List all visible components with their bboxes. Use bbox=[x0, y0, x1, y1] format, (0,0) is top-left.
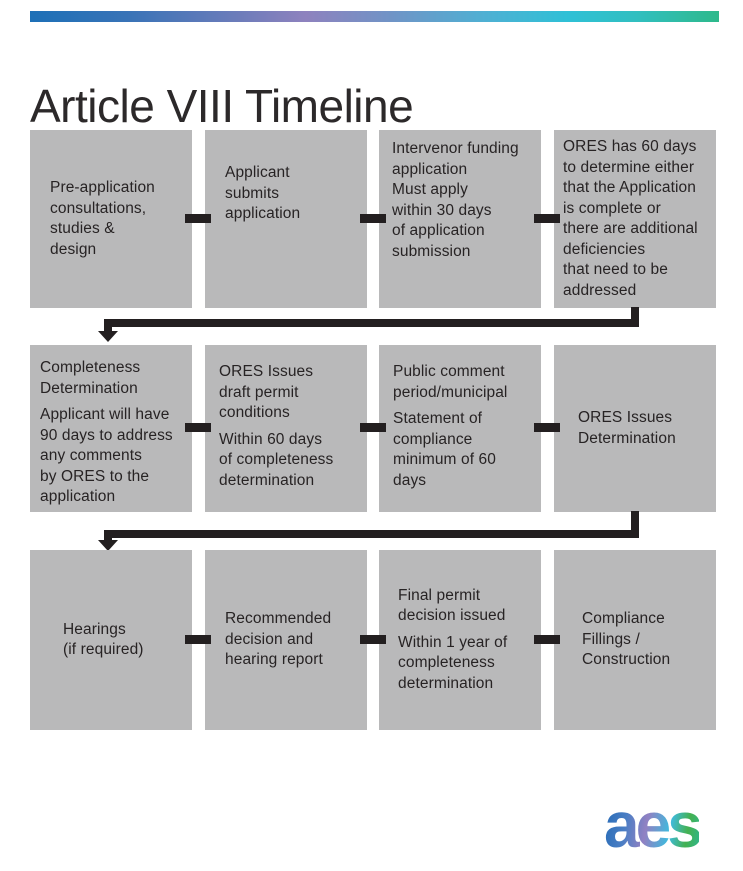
connector-row1-row2-down-stub bbox=[631, 307, 639, 322]
header-gradient-bar bbox=[30, 11, 719, 22]
timeline-step-recommended-decision: Recommended decision and hearing report bbox=[205, 550, 367, 730]
timeline-step-ores-determination: ORES Issues Determination bbox=[554, 345, 716, 512]
step-text: Compliance Fillings / Construction bbox=[582, 610, 671, 669]
timeline-step-ores-60-days: ORES has 60 days to determine either tha… bbox=[554, 130, 716, 308]
step-text: Applicant submits application bbox=[225, 164, 301, 222]
connector-row2-row3-down-stub bbox=[631, 511, 639, 532]
connector-dash bbox=[360, 635, 386, 644]
timeline-step-compliance-construction: Compliance Fillings / Construction bbox=[554, 550, 716, 730]
step-text: Intervenor funding application Must appl… bbox=[392, 140, 519, 260]
step-text: Pre-application consultations, studies &… bbox=[50, 179, 155, 258]
connector-dash bbox=[185, 635, 211, 644]
step-text: ORES Issues Determination bbox=[578, 409, 676, 447]
connector-row1-row2-shaft bbox=[104, 327, 112, 331]
timeline-step-applicant-submits: Applicant submits application bbox=[205, 130, 367, 308]
timeline-step-pre-application: Pre-application consultations, studies &… bbox=[30, 130, 192, 308]
connector-dash bbox=[360, 423, 386, 432]
connector-dash bbox=[534, 423, 560, 432]
timeline-step-public-comment: Public comment period/municipal Statemen… bbox=[379, 345, 541, 512]
step-text: ORES has 60 days to determine either tha… bbox=[563, 138, 698, 299]
arrow-down-icon bbox=[98, 331, 118, 342]
step-text: Within 60 days of completeness determina… bbox=[219, 430, 334, 489]
timeline-step-hearings: Hearings (if required) bbox=[30, 550, 192, 730]
timeline-step-final-permit-decision: Final permit decision issued Within 1 ye… bbox=[379, 550, 541, 730]
step-text: Public comment period/municipal bbox=[393, 363, 508, 401]
step-text: Completeness Determination bbox=[40, 359, 141, 397]
connector-dash bbox=[534, 214, 560, 223]
step-text: ORES Issues draft permit conditions bbox=[219, 363, 314, 421]
page-title: Article VIII Timeline bbox=[30, 79, 414, 132]
timeline-step-intervenor-funding: Intervenor funding application Must appl… bbox=[379, 130, 541, 308]
connector-dash bbox=[185, 214, 211, 223]
connector-row1-row2-horizontal bbox=[104, 319, 639, 327]
step-text: Recommended decision and hearing report bbox=[225, 610, 332, 669]
step-text: Hearings (if required) bbox=[63, 620, 144, 659]
connector-dash bbox=[534, 635, 560, 644]
connector-dash bbox=[360, 214, 386, 223]
connector-row2-row3-shaft bbox=[104, 538, 112, 541]
timeline-step-draft-permit-conditions: ORES Issues draft permit conditions With… bbox=[205, 345, 367, 512]
arrow-down-icon bbox=[98, 540, 118, 551]
step-text: Statement of compliance minimum of 60 da… bbox=[393, 410, 496, 489]
aes-logo: aes bbox=[604, 789, 703, 861]
step-text: Within 1 year of completeness determinat… bbox=[398, 633, 508, 692]
connector-row2-row3-horizontal bbox=[104, 530, 639, 538]
step-text: Applicant will have 90 days to address a… bbox=[40, 406, 173, 505]
step-text: Final permit decision issued bbox=[398, 586, 506, 625]
timeline-step-completeness-determination: Completeness Determination Applicant wil… bbox=[30, 345, 192, 512]
connector-dash bbox=[185, 423, 211, 432]
